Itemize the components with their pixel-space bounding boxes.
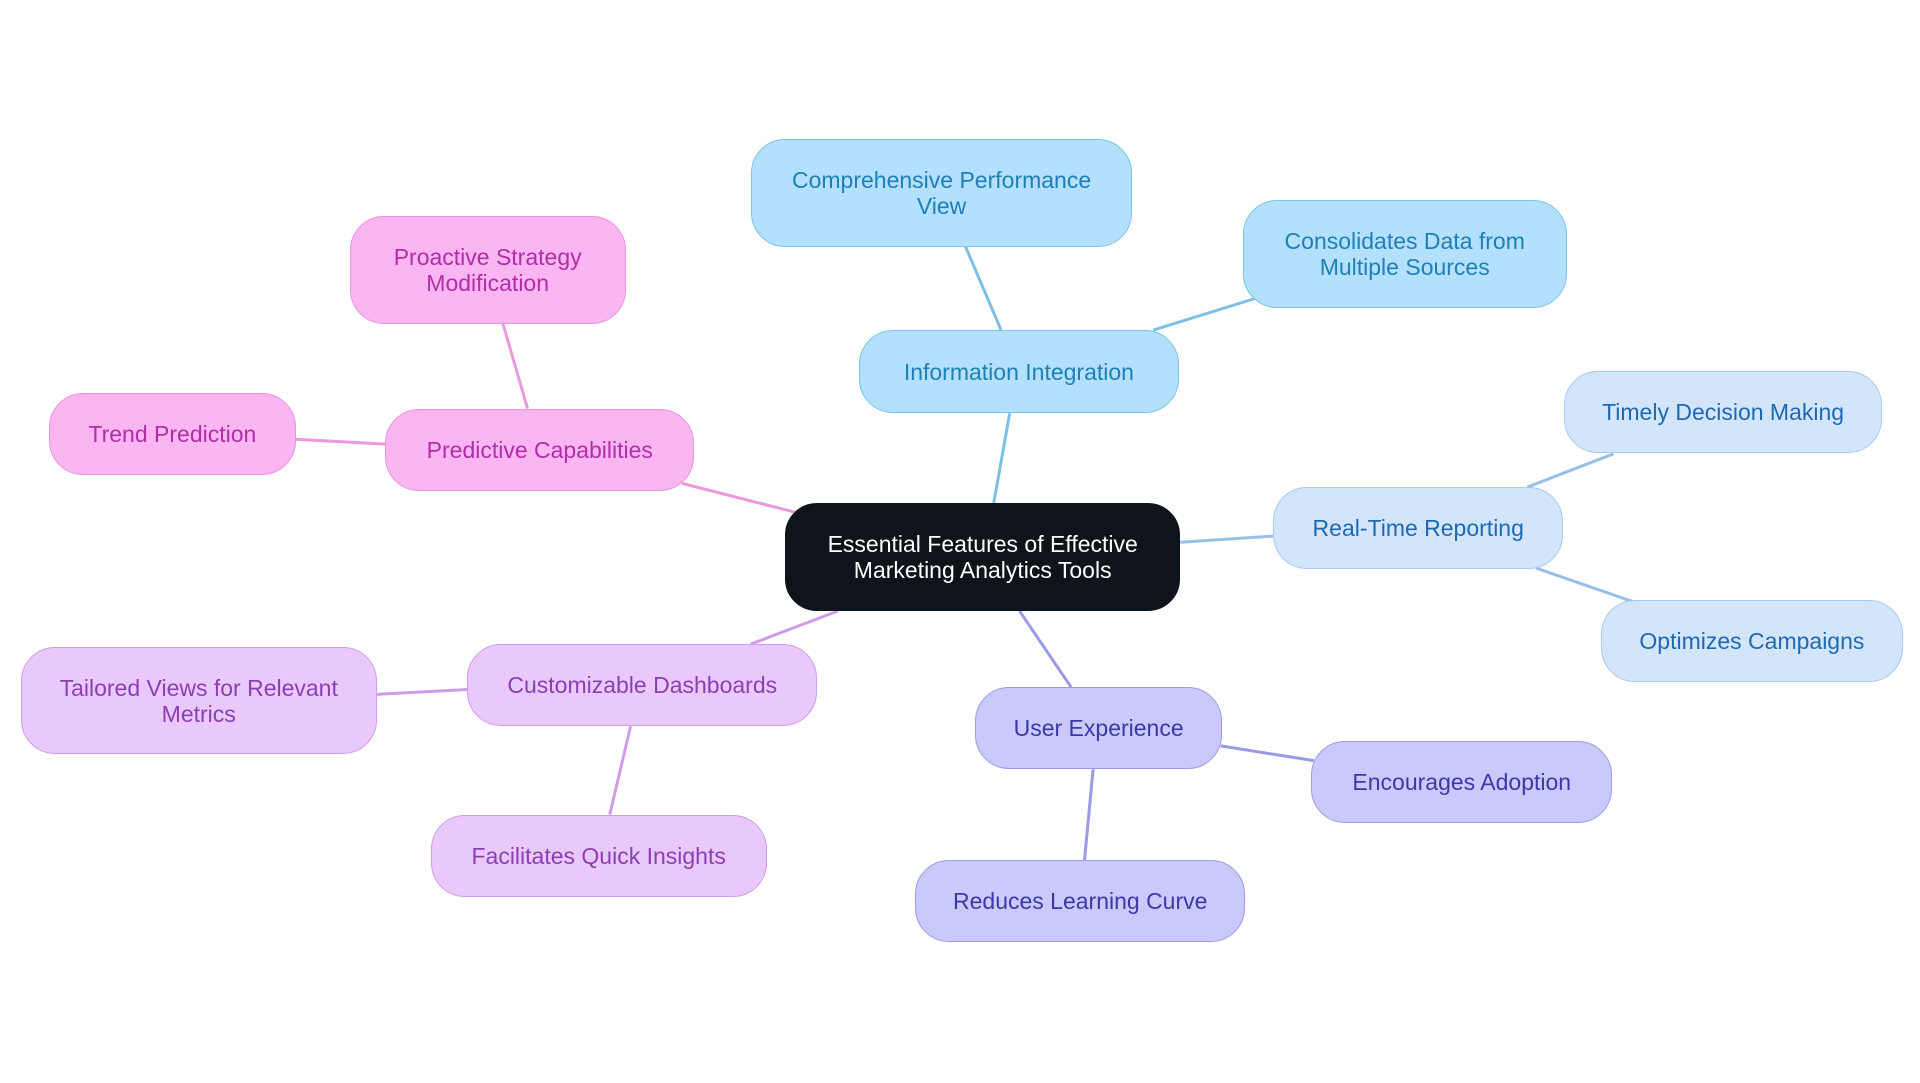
connector-realtime-to-realtime-c1 xyxy=(1526,452,1614,489)
connector-dash-to-dash-c1 xyxy=(376,687,468,696)
leaf-consolidates-data: Consolidates Data from Multiple Sources xyxy=(1242,199,1567,308)
connector-ux-to-ux-c2 xyxy=(1083,769,1095,861)
leaf-optimizes-campaigns: Optimizes Campaigns xyxy=(1601,599,1903,683)
connector-ux-to-ux-c1 xyxy=(1220,744,1315,763)
branch-real-time-reporting: Real-Time Reporting xyxy=(1273,487,1563,570)
leaf-trend-prediction: Trend Prediction xyxy=(49,392,296,475)
connector-dash-to-dash-c2 xyxy=(608,725,633,815)
connector-info-to-info-c2 xyxy=(1152,296,1257,332)
root-node: Essential Features of Effective Marketin… xyxy=(785,503,1181,611)
connector-predict-to-predict-c1 xyxy=(501,323,529,409)
leaf-proactive-strategy-modification: Proactive Strategy Modification xyxy=(349,215,626,324)
connector-root-to-dash xyxy=(750,609,839,646)
connector-root-to-info xyxy=(992,413,1012,504)
branch-customizable-dashboards: Customizable Dashboards xyxy=(467,644,818,727)
leaf-timely-decision-making: Timely Decision Making xyxy=(1564,370,1882,453)
branch-information-integration: Information Integration xyxy=(858,330,1179,414)
leaf-tailored-views: Tailored Views for Relevant Metrics xyxy=(20,646,377,755)
leaf-encourages-adoption: Encourages Adoption xyxy=(1311,741,1613,824)
connector-root-to-realtime xyxy=(1180,534,1274,544)
branch-user-experience: User Experience xyxy=(975,687,1222,770)
leaf-comprehensive-performance-view: Comprehensive Performance View xyxy=(750,138,1133,247)
leaf-facilitates-quick-insights: Facilitates Quick Insights xyxy=(430,814,767,897)
leaf-reduces-learning-curve: Reduces Learning Curve xyxy=(915,860,1246,943)
connector-root-to-predict xyxy=(681,481,798,515)
connector-predict-to-predict-c2 xyxy=(295,437,386,446)
connector-root-to-ux xyxy=(1018,610,1073,688)
branch-predictive-capabilities: Predictive Capabilities xyxy=(385,408,695,491)
connector-info-to-info-c1 xyxy=(964,246,1003,331)
connector-realtime-to-realtime-c2 xyxy=(1535,566,1633,603)
